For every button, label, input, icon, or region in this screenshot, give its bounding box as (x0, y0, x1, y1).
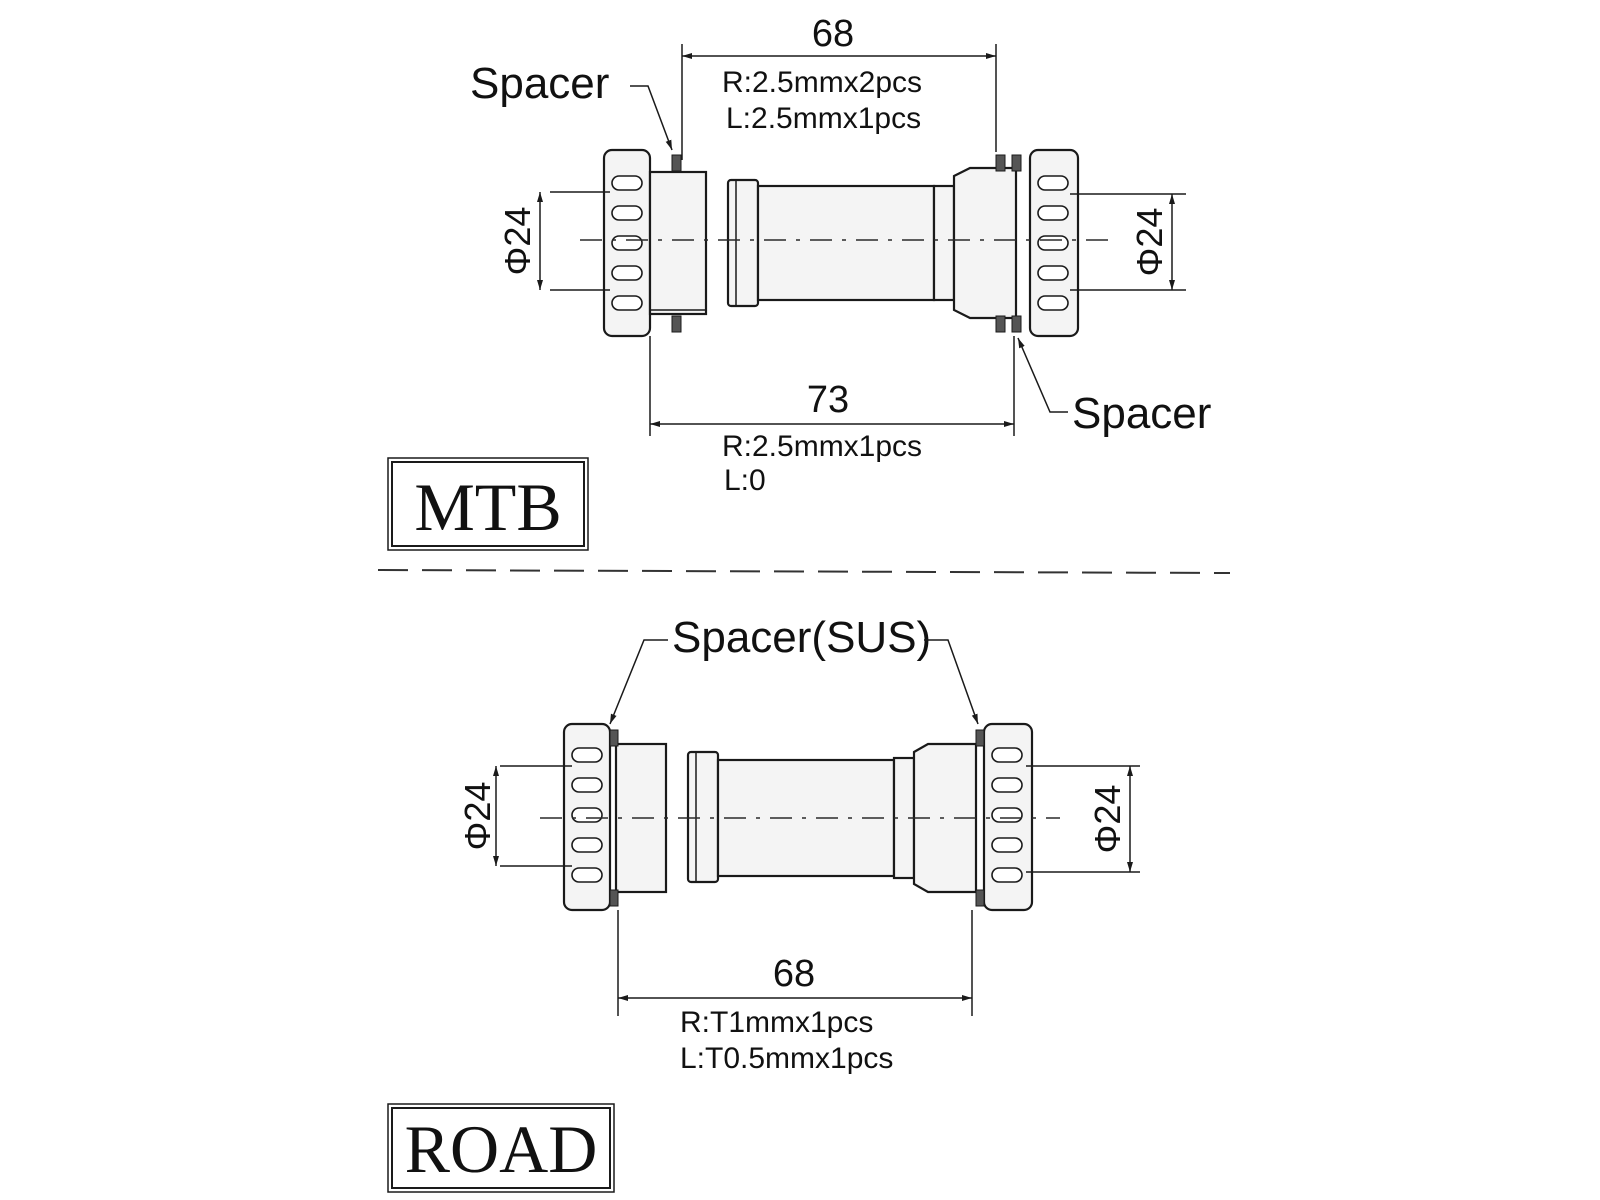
road-spacer-leader-left (609, 639, 668, 725)
road-title-box (391, 1107, 611, 1189)
section-separator (377, 569, 1231, 574)
mtb-left-spacer-top (671, 154, 682, 172)
road-assembly: Spacer(SUS) 68 R:T1mmx1pcs L:T0.5mmx1pcs… (387, 613, 1140, 1193)
road-right-spacer-bottom (975, 889, 985, 907)
mtb-right-spacer-bottom-a (995, 315, 1006, 333)
mtb-top-note-r: R:2.5mmx2pcs (722, 66, 922, 99)
mtb-title-box (391, 461, 585, 547)
road-right-cup (892, 722, 1034, 912)
mtb-title: MTB (414, 469, 561, 545)
mtb-left-spacer-bottom (671, 315, 682, 333)
mtb-bottom-note-r: R:2.5mmx1pcs (722, 430, 922, 463)
mtb-right-spacer-top-b (1011, 154, 1022, 172)
mtb-top-note-l: L:2.5mmx1pcs (726, 102, 921, 135)
mtb-left-cup (602, 148, 708, 338)
mtb-axle-sleeve (726, 178, 936, 308)
road-left-spacer-bottom (609, 889, 619, 907)
mtb-right-spacer-top-a (995, 154, 1006, 172)
mtb-right-cup (932, 148, 1080, 338)
mtb-spacer-leader-left (630, 85, 673, 151)
mtb-top-dim: 68 (812, 13, 854, 55)
mtb-spacer-leader-right (1017, 337, 1068, 413)
mtb-spacer-label-right: Spacer (1072, 389, 1211, 438)
mtb-spacer-label-left: Spacer (470, 59, 609, 108)
road-dia-right: Φ24 (1087, 785, 1128, 854)
road-spacer-leader-right (924, 639, 979, 725)
road-dia-left: Φ24 (457, 782, 498, 851)
road-axle-sleeve (686, 750, 896, 884)
mtb-assembly: 68 R:2.5mmx2pcs L:2.5mmx1pcs Spacer 73 R… (387, 13, 1211, 551)
road-title: ROAD (405, 1111, 598, 1187)
mtb-right-spacer-bottom-b (1011, 315, 1022, 333)
road-dim: 68 (773, 953, 815, 995)
road-note-r: R:T1mmx1pcs (680, 1006, 873, 1039)
mtb-dia-right: Φ24 (1129, 208, 1170, 277)
road-left-spacer-top (609, 729, 619, 747)
road-left-cup (562, 722, 668, 912)
mtb-bottom-dim: 73 (807, 379, 849, 421)
mtb-dia-left: Φ24 (497, 207, 538, 276)
road-note-l: L:T0.5mmx1pcs (680, 1042, 893, 1075)
mtb-bottom-note-l: L:0 (724, 464, 766, 497)
road-right-spacer-top (975, 729, 985, 747)
road-spacer-label: Spacer(SUS) (672, 613, 931, 662)
